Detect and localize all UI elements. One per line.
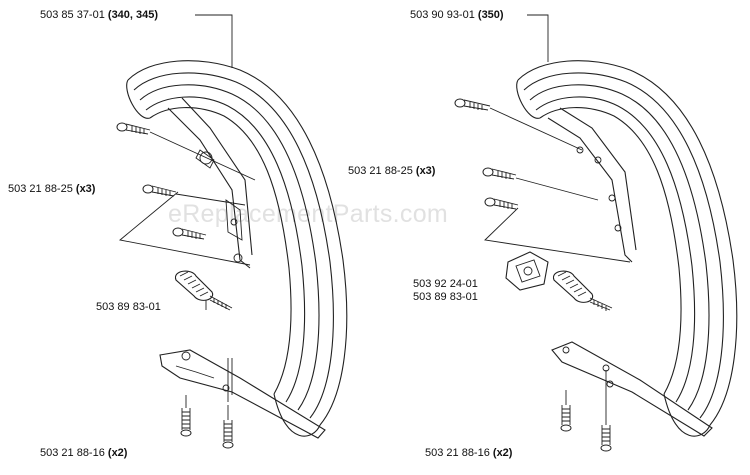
left-screw-1 xyxy=(116,122,151,135)
left-screw-3 xyxy=(172,227,207,240)
right-spring-label: 503 89 83-01 xyxy=(413,291,478,303)
right-screw-1 xyxy=(454,98,491,111)
left-screw-2 xyxy=(142,184,177,197)
right-screw-3 xyxy=(484,197,519,210)
right-bracket-label: 503 92 24-01 xyxy=(413,278,478,290)
right-spring xyxy=(553,270,613,311)
left-front-handle xyxy=(116,14,348,449)
right-screw-lower-1 xyxy=(560,390,572,432)
left-screw-upper-label: 503 21 88-25 (x3) xyxy=(8,183,96,195)
left-spring xyxy=(175,270,233,311)
left-spring-label: 503 89 83-01 xyxy=(96,301,161,313)
right-screw-lower-2 xyxy=(600,410,612,452)
left-screw-lower-2 xyxy=(222,405,234,449)
right-handle-label: 503 90 93-01 (350) xyxy=(410,9,504,21)
right-screw-upper-label: 503 21 88-25 (x3) xyxy=(348,165,436,177)
right-bracket xyxy=(505,251,549,291)
left-screw-lower-label: 503 21 88-16 (x2) xyxy=(40,447,128,459)
right-screw-lower-label: 503 21 88-16 (x2) xyxy=(425,447,513,459)
watermark: eReplacementParts.com xyxy=(168,200,449,228)
right-front-handle xyxy=(454,14,738,452)
right-screw-2 xyxy=(482,167,517,180)
left-handle-label: 503 85 37-01 (340, 345) xyxy=(40,9,159,21)
left-screw-lower-1 xyxy=(180,395,192,437)
